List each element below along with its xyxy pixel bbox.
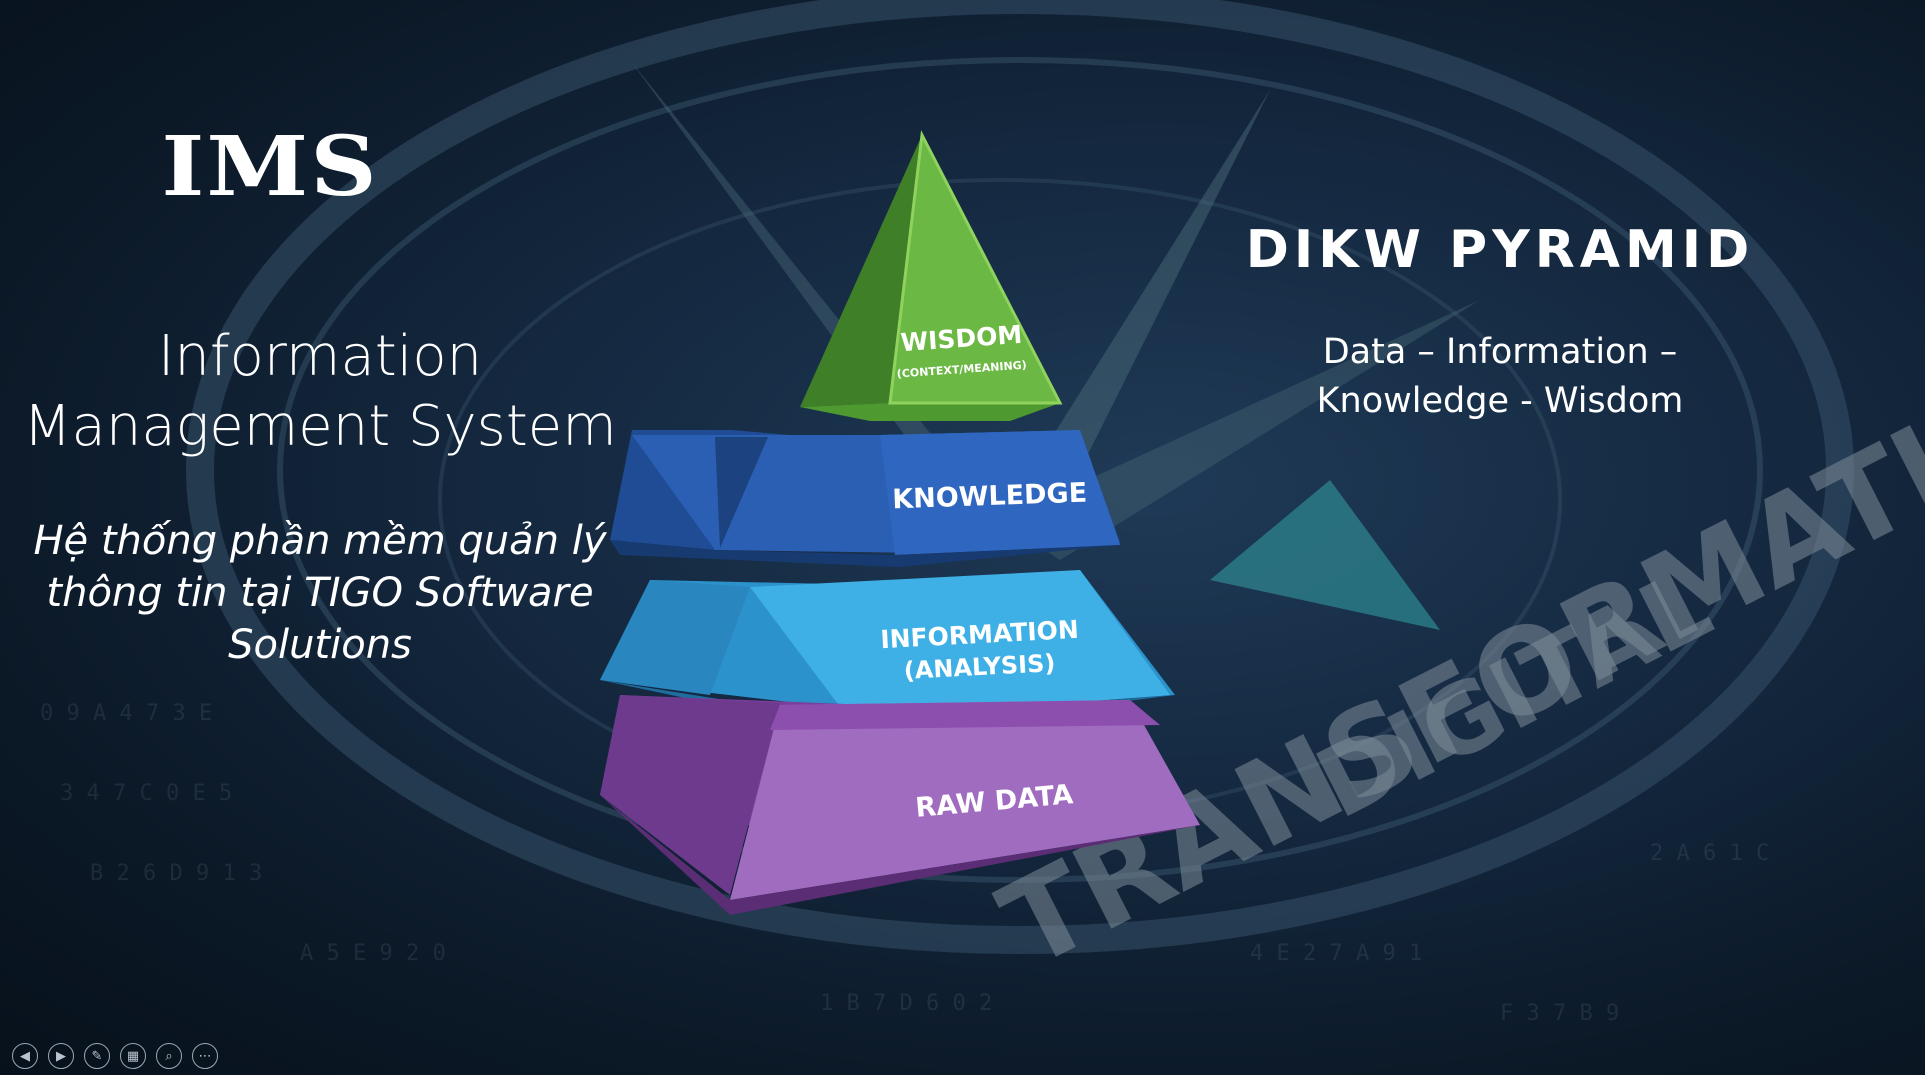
system-subtitle: Hệ thống phần mềm quản lý thông tin tại … <box>33 518 607 668</box>
zoom-icon[interactable]: ⌕ <box>156 1043 182 1069</box>
knowledge-label: KNOWLEDGE <box>892 478 1088 516</box>
more-options-icon[interactable]: ⋯ <box>192 1043 218 1069</box>
ims-logo: IMS <box>161 117 379 215</box>
svg-text:0 9 A 4 7 3 E: 0 9 A 4 7 3 E <box>40 701 212 726</box>
system-title: Information Management System <box>23 324 617 459</box>
pyramid-layer-knowledge: KNOWLEDGE <box>610 430 1120 567</box>
previous-slide-icon[interactable]: ◀ <box>12 1043 38 1069</box>
svg-text:F 3 7 B 9: F 3 7 B 9 <box>1500 1001 1619 1026</box>
slideshow-controls: ◀ ▶ ✎ ▦ ⌕ ⋯ <box>12 1043 218 1069</box>
svg-text:2 A 6 1 C: 2 A 6 1 C <box>1650 841 1769 866</box>
see-all-slides-icon[interactable]: ▦ <box>120 1043 146 1069</box>
svg-text:B 2 6 D 9 1 3: B 2 6 D 9 1 3 <box>90 861 262 886</box>
dikw-title: DIKW PYRAMID <box>1245 220 1755 280</box>
dikw-subtitle: Data – Information – Knowledge - Wisdom <box>1316 332 1684 421</box>
svg-text:1 B 7 D 6 0 2: 1 B 7 D 6 0 2 <box>820 991 992 1016</box>
pyramid-layer-information: INFORMATION (ANALYSIS) <box>600 570 1175 735</box>
svg-text:A 5 E 9 2 0: A 5 E 9 2 0 <box>300 941 446 966</box>
svg-text:3 4 7 C 0 E 5: 3 4 7 C 0 E 5 <box>60 781 232 806</box>
svg-text:4 E 2 7 A 9 1: 4 E 2 7 A 9 1 <box>1250 941 1422 966</box>
pyramid-layer-raw-data: RAW DATA <box>600 695 1200 915</box>
next-slide-icon[interactable]: ▶ <box>48 1043 74 1069</box>
pen-icon[interactable]: ✎ <box>84 1043 110 1069</box>
pyramid-layer-wisdom: WISDOM (CONTEXT/MEANING) <box>800 129 1063 421</box>
dikw-pyramid: WISDOM (CONTEXT/MEANING) KNOWLEDGE INFOR… <box>600 129 1200 915</box>
